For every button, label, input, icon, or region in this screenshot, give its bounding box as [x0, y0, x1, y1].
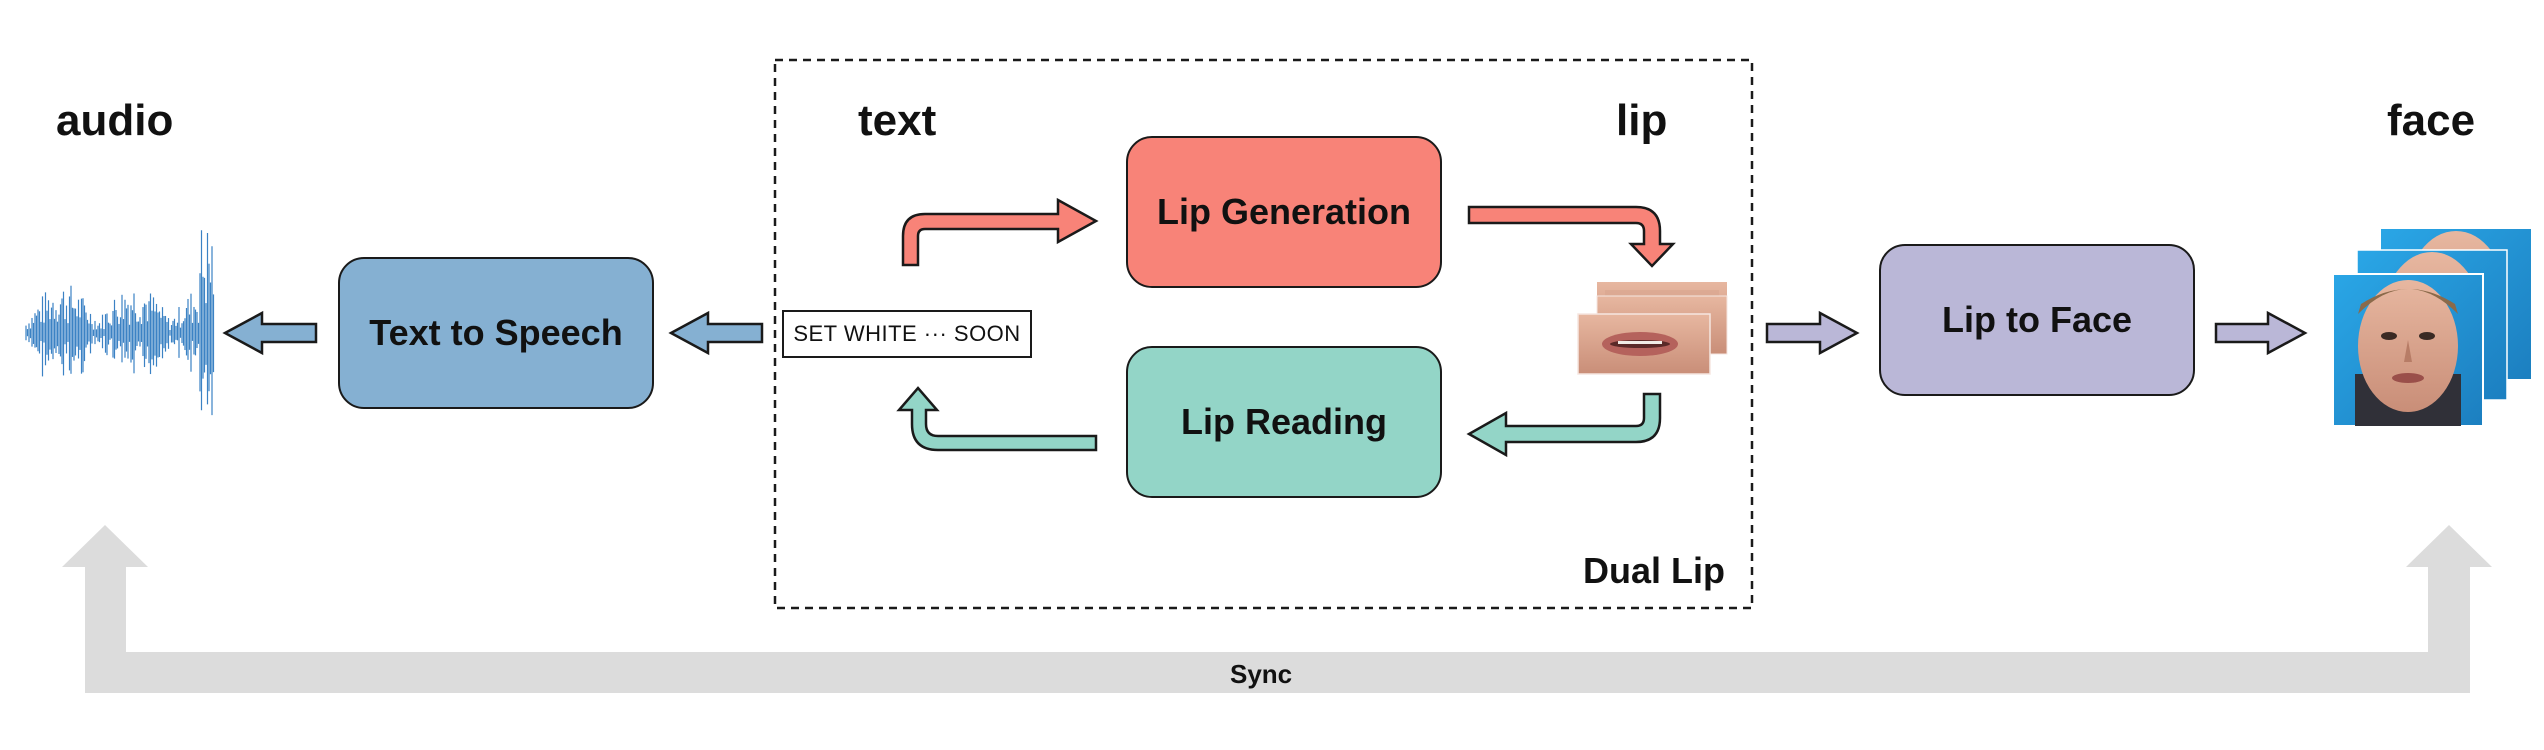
face-frames-image	[2332, 229, 2531, 427]
text-sample: SET WHITE ··· SOON	[793, 321, 1021, 346]
header-text: text	[858, 96, 937, 145]
lipread-to-text-arrow	[896, 386, 1098, 452]
header-audio: audio	[56, 96, 174, 145]
dual-lip-label: Dual Lip	[1583, 550, 1725, 591]
lip-reading-block: Lip Reading	[1126, 346, 1442, 498]
lip-to-lipread-arrow	[1466, 392, 1662, 458]
header-face: face	[2387, 96, 2476, 145]
sync-arrow	[62, 525, 2492, 693]
dual-lip-container	[773, 58, 1754, 610]
audio-waveform-icon	[25, 230, 215, 416]
lip-reading-label: Lip Reading	[1181, 401, 1387, 442]
lip-to-l2f-arrow	[1765, 310, 1860, 356]
lip-generation-label: Lip Generation	[1156, 191, 1412, 232]
lip-to-face-block: Lip to Face	[1879, 244, 2195, 396]
text-to-lipgen-arrow	[901, 197, 1099, 267]
lipgen-to-lip-arrow	[1467, 205, 1676, 268]
sync-label: Sync	[1230, 659, 1293, 689]
tts-to-audio-arrow	[222, 310, 318, 356]
text-to-tts-arrow	[668, 310, 764, 356]
text-to-speech-block: Text to Speech	[338, 257, 654, 409]
text-to-speech-label: Text to Speech	[369, 312, 623, 353]
lip-to-face-label: Lip to Face	[1941, 299, 2133, 340]
lip-generation-block: Lip Generation	[1126, 136, 1442, 288]
l2f-to-face-arrow	[2214, 310, 2308, 356]
text-sample-box: SET WHITE ··· SOON	[782, 310, 1032, 358]
lip-frames-image	[1577, 282, 1728, 375]
header-lip: lip	[1616, 96, 1668, 145]
